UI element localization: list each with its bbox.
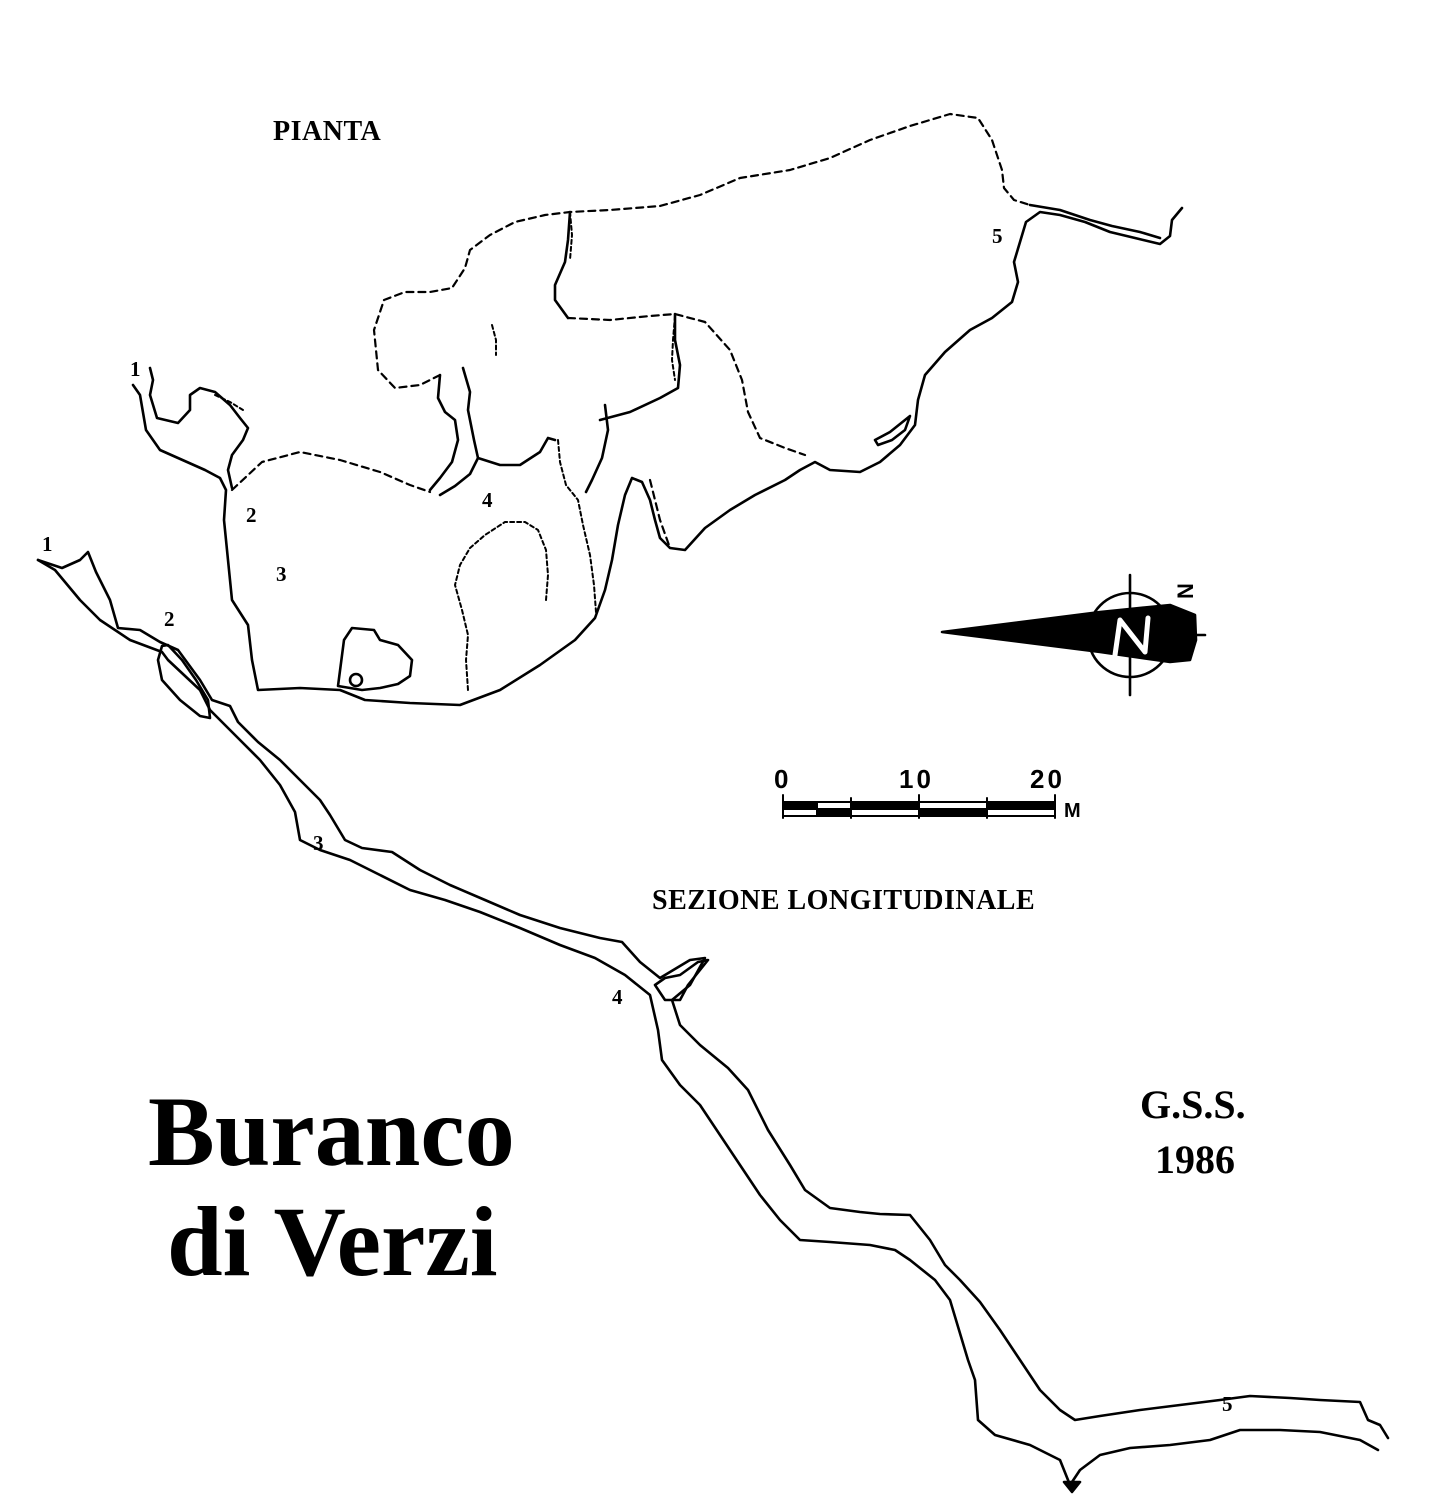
cave-name-line2: di Verzi — [167, 1186, 498, 1297]
scale-tick-20: 20 — [1030, 764, 1065, 794]
plan-title: PIANTA — [273, 116, 382, 147]
plan-small-chamber — [873, 414, 912, 447]
plan-passage-branch-2 — [438, 366, 480, 497]
plan-right-wall — [1028, 203, 1162, 240]
plan-boulder-chain-4 — [671, 315, 676, 381]
plan-outer-wall — [131, 206, 1184, 707]
section-pit-bottom — [1062, 1480, 1082, 1494]
north-arrow-icon — [940, 573, 1207, 697]
plan-passage-right — [584, 403, 610, 494]
north-letter: N — [1172, 583, 1198, 599]
plan-passage-right-2 — [598, 312, 682, 422]
plan-boulder-block — [336, 626, 414, 692]
scale-tick-0: 0 — [774, 764, 792, 794]
scale-unit: M — [1064, 800, 1084, 822]
plan-station-2: 2 — [246, 503, 257, 527]
scale-bar — [782, 794, 1056, 819]
section-side-passage-4 — [653, 958, 710, 1002]
plan-station-4: 4 — [482, 488, 493, 512]
plan-station-5: 5 — [992, 224, 1003, 248]
plan-station-3: 3 — [276, 562, 287, 586]
section-station-5: 5 — [1222, 1392, 1233, 1416]
plan-drawing — [131, 112, 1184, 707]
plan-entrance-wall — [148, 366, 250, 490]
plan-boulder-chain-6 — [214, 394, 244, 411]
scale-tick-10: 10 — [899, 764, 934, 794]
section-lower-wall — [36, 558, 1380, 1487]
plan-boulder-chain-2 — [557, 439, 597, 613]
plan-boulder-chain-5 — [491, 324, 497, 356]
section-station-3: 3 — [313, 831, 324, 855]
plan-station-1: 1 — [130, 357, 141, 381]
plan-boulder — [348, 672, 364, 688]
plan-boulder-chain-3 — [569, 211, 573, 261]
plan-dashed-outline-3 — [566, 312, 807, 457]
plan-boulder-chain-1 — [454, 521, 549, 691]
plan-dashed-outline-1 — [230, 450, 432, 494]
plan-passage-branch — [428, 373, 460, 492]
plan-dashed-outline-4 — [648, 478, 672, 550]
section-station-4: 4 — [612, 985, 623, 1009]
section-station-2: 2 — [164, 607, 175, 631]
survey-year: 1986 — [1155, 1137, 1235, 1182]
section-station-1: 1 — [42, 532, 53, 556]
plan-passage-center — [553, 210, 572, 320]
cave-name-line1: Buranco — [148, 1076, 515, 1187]
plan-passage-middle — [476, 436, 557, 467]
section-title: SEZIONE LONGITUDINALE — [652, 885, 1036, 916]
section-drawing — [36, 550, 1390, 1494]
section-upper-wall — [36, 550, 1390, 1440]
author-credit: G.S.S. — [1140, 1082, 1246, 1127]
plan-dashed-outline-2 — [372, 112, 1032, 390]
section-side-passage-2 — [156, 643, 212, 720]
